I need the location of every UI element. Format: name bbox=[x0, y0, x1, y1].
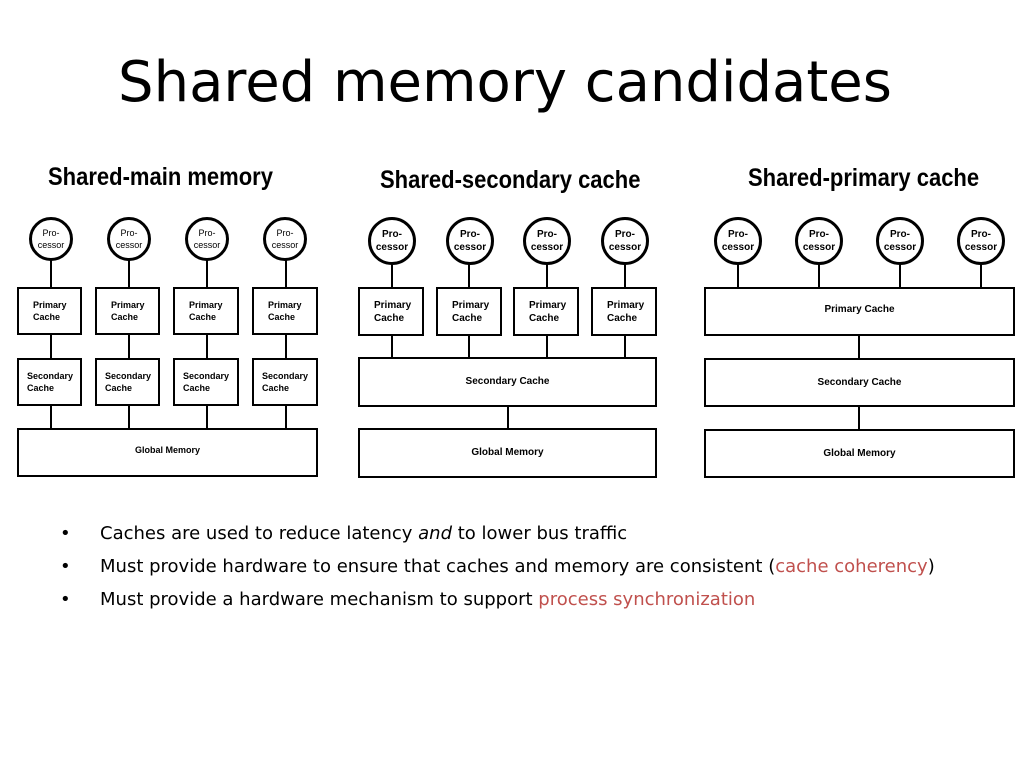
connector-line bbox=[128, 333, 130, 361]
processor-node: Pro-cessor bbox=[714, 217, 762, 265]
secondary-cache-box: Secondary Cache bbox=[704, 358, 1015, 407]
global-memory-box: Global Memory bbox=[17, 428, 318, 477]
processor-node: Pro-cessor bbox=[446, 217, 494, 265]
connector-line bbox=[391, 262, 393, 290]
processor-node: Pro-cessor bbox=[876, 217, 924, 265]
connector-line bbox=[899, 262, 901, 290]
emphasis-text: and bbox=[418, 523, 453, 544]
connector-line bbox=[50, 404, 52, 431]
processor-node: Pro-cessor bbox=[795, 217, 843, 265]
processor-node: Pro-cessor bbox=[957, 217, 1005, 265]
connector-line bbox=[285, 404, 287, 431]
diagram-title: Shared-primary cache bbox=[748, 164, 980, 192]
bullet-item: Must provide a hardware mechanism to sup… bbox=[58, 583, 935, 616]
connector-line bbox=[206, 333, 208, 361]
secondary-cache-box: Secondary Cache bbox=[358, 357, 657, 407]
connector-line bbox=[737, 262, 739, 290]
processor-node: Pro-cessor bbox=[185, 217, 229, 261]
diagram-title: Shared-secondary cache bbox=[380, 166, 641, 194]
bullet-item: Caches are used to reduce latency and to… bbox=[58, 517, 935, 550]
bullet-item: Must provide hardware to ensure that cac… bbox=[58, 550, 935, 583]
connector-line bbox=[206, 260, 208, 290]
global-memory-box: Global Memory bbox=[704, 429, 1015, 478]
diagram-title: Shared-main memory bbox=[48, 163, 273, 191]
connector-line bbox=[391, 334, 393, 360]
processor-node: Pro-cessor bbox=[601, 217, 649, 265]
connector-line bbox=[206, 404, 208, 431]
processor-node: Pro-cessor bbox=[523, 217, 571, 265]
connector-line bbox=[128, 404, 130, 431]
bullet-list: Caches are used to reduce latency and to… bbox=[58, 517, 935, 616]
processor-node: Pro-cessor bbox=[368, 217, 416, 265]
connector-line bbox=[980, 262, 982, 290]
processor-node: Pro-cessor bbox=[263, 217, 307, 261]
connector-line bbox=[285, 260, 287, 290]
slide-title: Shared memory candidates bbox=[118, 50, 892, 115]
connector-line bbox=[468, 334, 470, 360]
connector-line bbox=[50, 333, 52, 361]
connector-line bbox=[858, 405, 860, 432]
connector-line bbox=[546, 334, 548, 360]
connector-line bbox=[624, 334, 626, 360]
connector-line bbox=[468, 262, 470, 290]
processor-node: Pro-cessor bbox=[107, 217, 151, 261]
highlight-text: process synchronization bbox=[538, 589, 756, 610]
processor-node: Pro-cessor bbox=[29, 217, 73, 261]
global-memory-box: Global Memory bbox=[358, 428, 657, 478]
connector-line bbox=[858, 334, 860, 360]
connector-line bbox=[507, 404, 509, 431]
connector-line bbox=[818, 262, 820, 290]
connector-line bbox=[50, 260, 52, 290]
connector-line bbox=[624, 262, 626, 290]
connector-line bbox=[285, 333, 287, 361]
connector-line bbox=[546, 262, 548, 290]
highlight-text: cache coherency bbox=[775, 556, 928, 577]
primary-cache-box: Primary Cache bbox=[704, 287, 1015, 336]
connector-line bbox=[128, 260, 130, 290]
